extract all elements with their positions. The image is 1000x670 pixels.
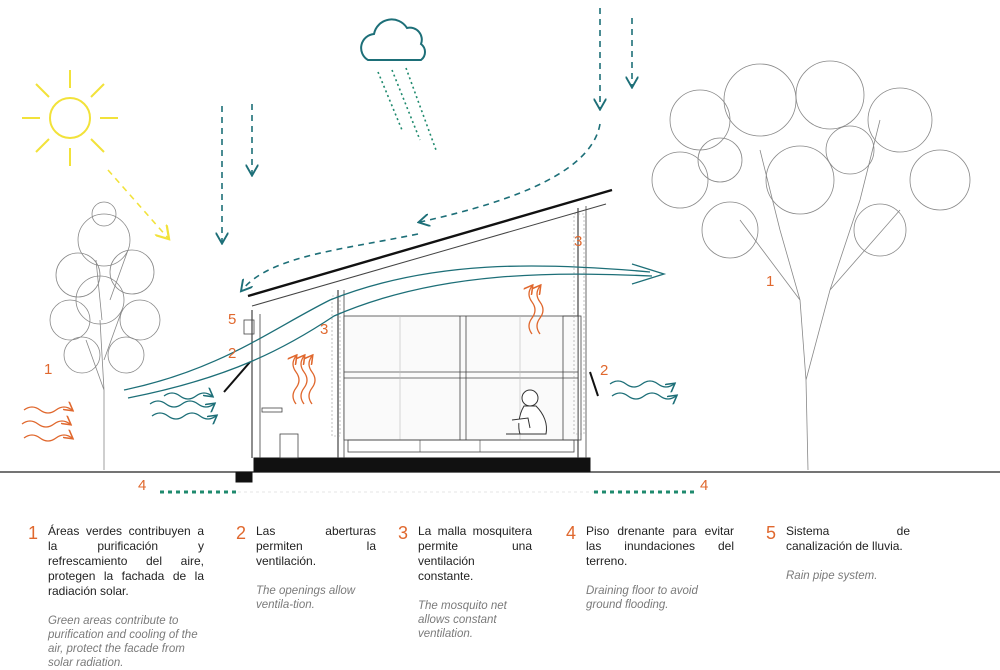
legend-text-es: Sistema de canalización de lluvia. — [786, 524, 910, 553]
legend-number: 4 — [566, 523, 577, 543]
sun-icon — [22, 70, 118, 166]
airflow-ribbon — [123, 265, 651, 391]
legend-text-en: The mosquito net allows constant ventila… — [418, 600, 507, 640]
callout-2-right: 2 — [600, 362, 608, 379]
legend-item-5: 5 Sistema de canalización de lluvia. Rai… — [766, 524, 910, 583]
legend-text-es: Las aberturas permiten la ventilación. — [256, 524, 376, 568]
callout-3-right: 3 — [574, 233, 582, 250]
legend-item-3: 3 La malla mosquitera permite una ventil… — [398, 524, 532, 641]
legend-text-es: Piso drenante para evitar las inundacion… — [586, 524, 734, 568]
sun-ray-arrow — [107, 169, 168, 238]
legend-number: 5 — [766, 523, 777, 543]
legend-item-4: 4 Piso drenante para evitar las inundaci… — [566, 524, 734, 612]
legend-number: 2 — [236, 523, 247, 543]
house-section — [223, 188, 613, 483]
callout-5: 5 — [228, 311, 236, 328]
breeze-arrows — [149, 380, 676, 419]
tree-icon — [651, 60, 971, 471]
callout-1-right: 1 — [766, 273, 774, 290]
legend-text-en: Draining floor to avoid ground flooding. — [586, 585, 698, 611]
callout-4-right: 4 — [700, 477, 708, 494]
legend-item-1: 1 Áreas verdes contribuyen a la purifica… — [28, 524, 204, 670]
child-figure-icon — [506, 389, 547, 435]
callout-4-left: 4 — [138, 477, 146, 494]
legend-text-en: The openings allow ventila-tion. — [256, 585, 356, 611]
callout-1-left: 1 — [44, 361, 52, 378]
airflow-ribbon — [127, 273, 653, 399]
legend-text-es: La malla mosquitera permite una ventilac… — [418, 524, 532, 583]
warm-air-arrows — [21, 286, 544, 442]
wind-down-arrows — [222, 8, 632, 290]
legend-text-en: Rain pipe system. — [786, 570, 878, 582]
tree-icon — [49, 201, 161, 470]
cloud-icon — [360, 18, 426, 61]
callout-2-left: 2 — [228, 345, 236, 362]
legend-text-es: Áreas verdes contribuyen a la purificaci… — [48, 524, 204, 598]
rain-icon — [377, 67, 437, 151]
legend-text-en: Green areas contribute to purification a… — [48, 615, 198, 669]
airflow-arrowhead — [631, 263, 667, 285]
section-diagram: 1 1 2 2 3 3 4 4 5 — [0, 8, 1000, 494]
legend-number: 3 — [398, 523, 409, 543]
legend-item-2: 2 Las aberturas permiten la ventilación.… — [236, 524, 376, 612]
legend-number: 1 — [28, 523, 39, 543]
callout-3-left: 3 — [320, 321, 328, 338]
